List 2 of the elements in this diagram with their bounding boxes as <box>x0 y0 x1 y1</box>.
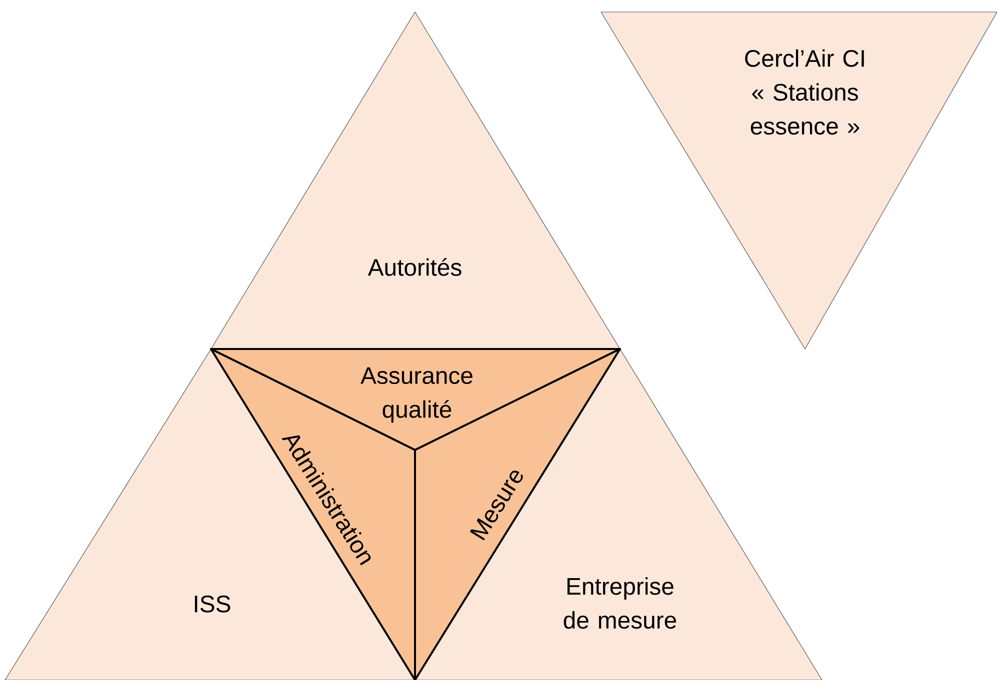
triangle: Autorités <box>210 12 620 350</box>
triangle: Cercl’Air CI « Stations essence » <box>600 12 997 350</box>
